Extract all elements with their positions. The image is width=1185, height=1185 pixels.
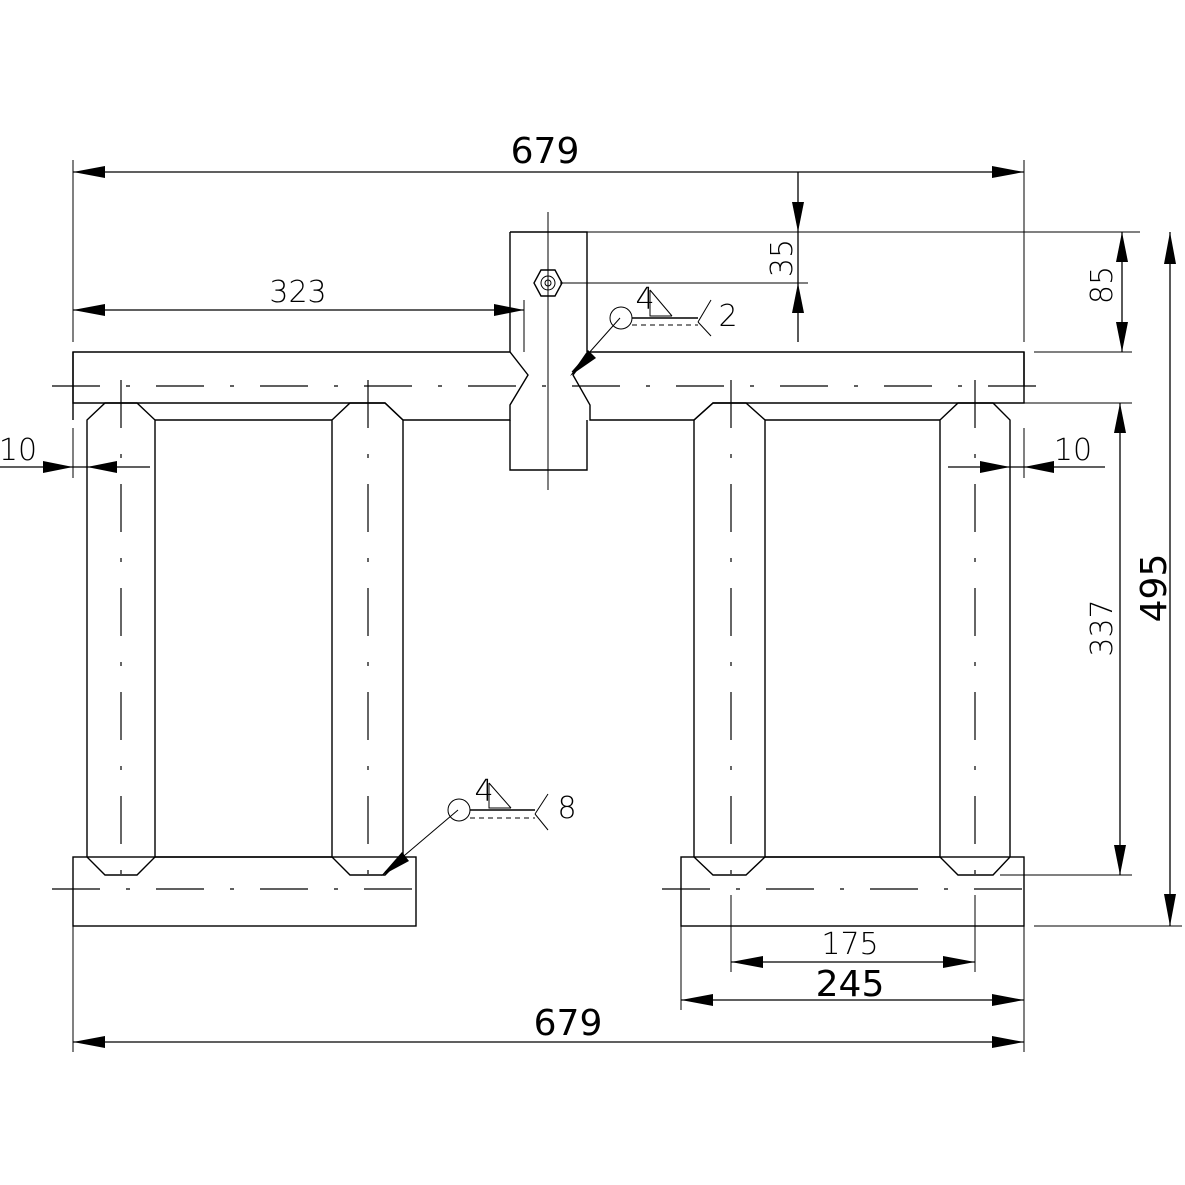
center-lines — [52, 380, 1045, 895]
dimension-495: 495 — [1034, 232, 1182, 927]
dim-35-label: 35 — [765, 239, 800, 277]
weld-top-size: 4 — [635, 282, 654, 317]
dimension-337: 337 — [1000, 402, 1132, 876]
dimension-679-top: 679 — [72, 131, 1025, 342]
dimension-10-left: 10 — [0, 428, 150, 478]
fillet-weld-icon — [488, 782, 512, 809]
dim-175-label: 175 — [821, 927, 878, 962]
dimension-323: 323 — [73, 275, 525, 352]
weld-top-count: 2 — [718, 299, 737, 334]
dimension-10-right: 10 — [948, 428, 1105, 478]
bolt-nut-icon — [533, 269, 563, 297]
dim-679-bottom-label: 679 — [534, 1003, 603, 1044]
dim-495-label: 495 — [1134, 554, 1175, 623]
weld-bottom-size: 4 — [474, 774, 493, 809]
dim-245-label: 245 — [816, 964, 885, 1005]
dimension-35: 35 — [560, 172, 1140, 342]
weld-symbol-bottom: 4 8 — [381, 774, 577, 876]
dimension-85: 85 — [1034, 232, 1132, 353]
left-frame — [72, 402, 417, 927]
fillet-weld-icon — [649, 289, 673, 317]
dim-10-left-label: 10 — [0, 433, 37, 468]
dim-85-label: 85 — [1085, 266, 1120, 304]
dim-679-top-label: 679 — [511, 131, 580, 172]
dim-10-right-label: 10 — [1054, 433, 1092, 468]
dimension-679-bottom: 679 — [72, 926, 1025, 1052]
dim-337-label: 337 — [1085, 599, 1120, 656]
right-frame — [680, 402, 1025, 927]
weld-symbol-top: 4 2 — [570, 282, 738, 376]
center-bracket — [509, 212, 588, 490]
dimension-245: 245 — [680, 926, 1025, 1010]
dim-323-label: 323 — [269, 275, 326, 310]
weld-bottom-count: 8 — [557, 791, 576, 826]
dimension-175: 175 — [730, 895, 976, 972]
